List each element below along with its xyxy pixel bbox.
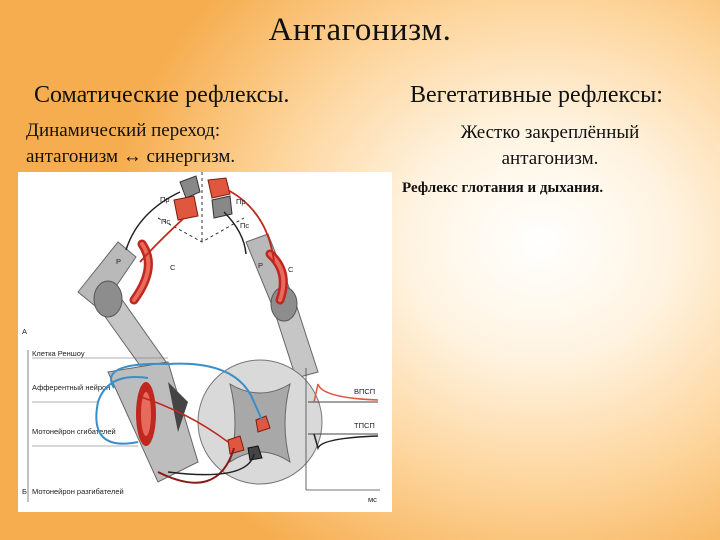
label-renshaw: Клетка Реншоу — [32, 349, 85, 358]
somatic-description: Динамический переход: антагонизм ↔ синер… — [26, 118, 235, 169]
label-time-unit: мс — [368, 495, 377, 504]
somatic-line-1: Динамический переход: — [26, 120, 221, 141]
label-pr-left: Пр — [160, 195, 170, 204]
label-afferent: Афферентный нейрон — [32, 383, 110, 392]
reflex-diagram: Пр Пс Пр Пс Р С Р С А Клетка Реншоу Аффе… — [22, 172, 380, 504]
slide-title: Антагонизм. — [268, 12, 452, 48]
label-vpsp: ВПСП — [354, 387, 375, 396]
vegetative-line-2: антагонизм. — [501, 147, 599, 169]
somatic-heading: Соматические рефлексы. — [34, 82, 290, 108]
reflex-illustration: Пр Пс Пр Пс Р С Р С А Клетка Реншоу Аффе… — [18, 172, 392, 512]
label-ps-left: Пс — [161, 217, 170, 226]
label-s-right: С — [288, 265, 294, 274]
reflex-example-note: Рефлекс глотания и дыхания. — [402, 180, 604, 196]
label-extensor-mn: Мотонейрон разгибателей — [32, 487, 124, 496]
label-b: Б — [22, 487, 27, 496]
vegetative-line-1: Жестко закреплённый — [460, 122, 640, 143]
vegetative-heading: Вегетативные рефлексы: — [410, 82, 663, 108]
reflex-circuit-figure-b: Клетка Реншоу Афферентный нейрон Мотоней… — [22, 349, 380, 504]
label-tpsp: ТПСП — [354, 421, 375, 430]
label-flexor-mn: Мотонейрон сгибателей — [32, 427, 116, 436]
label-ps-right: Пс — [240, 221, 249, 230]
label-a: А — [22, 327, 27, 336]
somatic-line-2: антагонизм ↔ синергизм. — [26, 145, 236, 167]
label-s-left: С — [170, 263, 176, 272]
vegetative-description: Жестко закреплённый антагонизм. — [400, 120, 700, 171]
label-pr-right: Пр — [236, 197, 246, 206]
label-r-left: Р — [116, 257, 121, 266]
legs-figure-a: Пр Пс Пр Пс Р С Р С А — [22, 172, 319, 379]
label-r-right: Р — [258, 261, 263, 270]
